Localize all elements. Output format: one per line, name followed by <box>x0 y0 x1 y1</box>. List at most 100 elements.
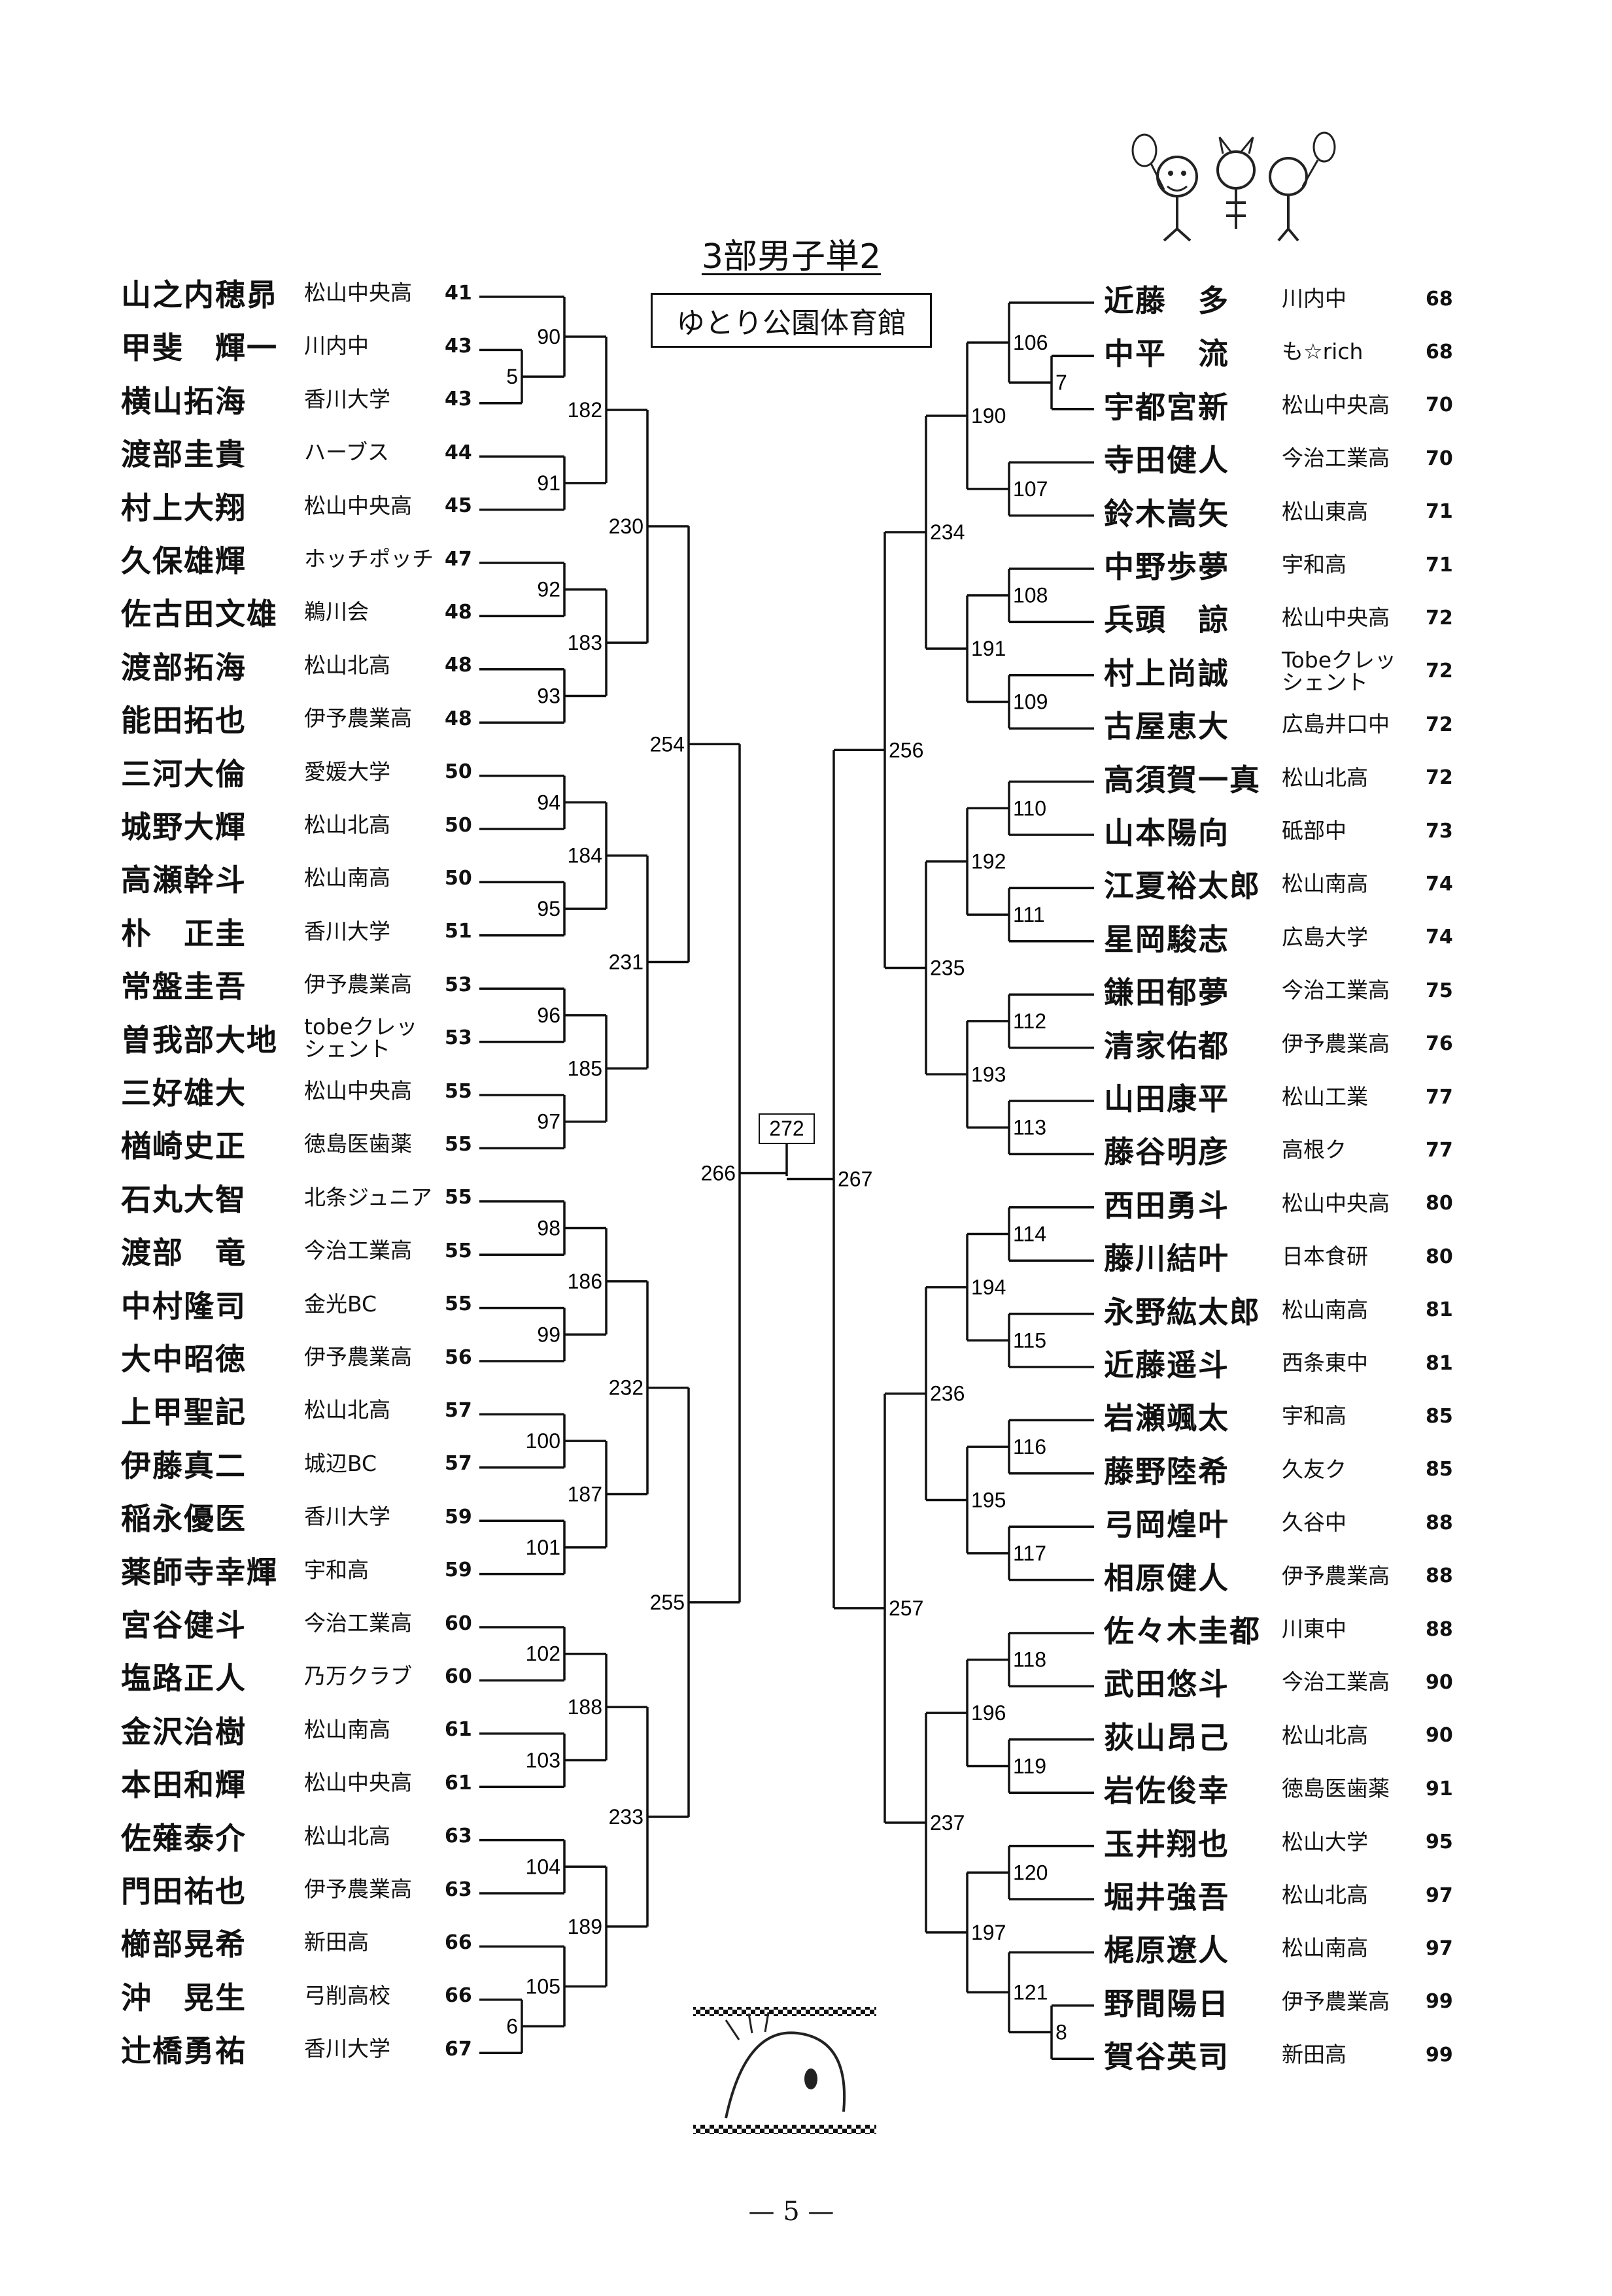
match-number: 8 <box>1055 2021 1067 2044</box>
player-seed: 77 <box>1426 1138 1453 1162</box>
player-name: 三河大倫 <box>121 756 247 792</box>
match-number: 106 <box>1013 331 1048 354</box>
player-name: 中野歩夢 <box>1104 549 1229 584</box>
player-school: 香川大学 <box>304 2036 390 2062</box>
player-name: 星岡駿志 <box>1104 921 1229 957</box>
player-name: 藤川結叶 <box>1104 1241 1229 1277</box>
player-seed: 44 <box>445 441 472 464</box>
match-number: 110 <box>1013 796 1046 820</box>
player-school: 新田高 <box>304 1929 369 1955</box>
match-number: 121 <box>1013 1980 1048 2004</box>
player-name: 村上大翔 <box>121 490 247 526</box>
player-seed: 72 <box>1426 713 1453 736</box>
match-number: 237 <box>930 1811 965 1834</box>
player-name: 岩佐俊幸 <box>1104 1773 1229 1809</box>
player-school: 松山中央高 <box>304 1770 412 1796</box>
player-seed: 51 <box>445 920 472 943</box>
player-school: 松山南高 <box>1282 1935 1368 1961</box>
player-name: 賀谷英司 <box>1104 2039 1229 2075</box>
player-seed: 63 <box>445 1878 472 1901</box>
player-school: 弓削高校 <box>304 1982 390 2008</box>
player-school: 松山南高 <box>304 1716 390 1742</box>
match-number: 116 <box>1013 1435 1046 1459</box>
player-name: 西田勇斗 <box>1104 1187 1229 1223</box>
player-name: 朴 正圭 <box>121 915 247 951</box>
player-seed: 80 <box>1426 1245 1453 1268</box>
player-name: 高須賀一真 <box>1104 762 1261 798</box>
match-number: 185 <box>568 1056 602 1080</box>
player-seed: 61 <box>445 1771 472 1795</box>
player-name: 伊藤真二 <box>121 1447 247 1483</box>
player-school: 松山北高 <box>304 1823 390 1849</box>
player-school: 金光BC <box>304 1291 377 1317</box>
player-seed: 95 <box>1426 1831 1453 1854</box>
player-seed: 48 <box>445 707 472 730</box>
player-school: tobeクレッシェント <box>304 1013 418 1062</box>
player-school: 松山中央高 <box>1282 392 1390 418</box>
match-number: 114 <box>1013 1223 1046 1246</box>
player-seed: 55 <box>445 1079 472 1103</box>
player-seed: 75 <box>1426 979 1453 1002</box>
match-number: 231 <box>609 951 643 974</box>
player-name: 常盤圭吾 <box>121 969 247 1005</box>
match-number: 234 <box>930 520 965 544</box>
player-seed: 43 <box>445 388 472 411</box>
player-seed: 53 <box>445 1026 472 1050</box>
match-number: 257 <box>889 1596 923 1620</box>
match-number: 254 <box>650 732 685 756</box>
player-name: 宮谷健斗 <box>121 1608 247 1643</box>
match-number: 104 <box>526 1855 560 1878</box>
player-seed: 88 <box>1426 1564 1453 1588</box>
match-number: 256 <box>889 738 923 762</box>
player-seed: 85 <box>1426 1404 1453 1428</box>
player-school: も☆rich <box>1282 339 1363 365</box>
player-school: 今治工業高 <box>1282 977 1390 1004</box>
player-name: 塩路正人 <box>121 1661 247 1697</box>
player-school: 今治工業高 <box>304 1238 412 1264</box>
player-seed: 77 <box>1426 1085 1453 1109</box>
player-name: 武田悠斗 <box>1104 1666 1229 1702</box>
venue-box: ゆとり公園体育館 <box>651 293 932 348</box>
match-number: 108 <box>1013 584 1048 607</box>
player-name: 江夏裕太郎 <box>1104 868 1261 904</box>
player-name: 玉井翔也 <box>1104 1826 1229 1862</box>
page-title: 3部男子単2 <box>701 237 882 277</box>
match-number: 184 <box>568 844 602 868</box>
player-name: 金沢治樹 <box>121 1714 247 1749</box>
player-name: 野間陽日 <box>1104 1985 1229 2021</box>
player-name: 梶原遼人 <box>1104 1933 1229 1968</box>
player-school: 松山大学 <box>1282 1829 1368 1855</box>
match-number: 194 <box>971 1275 1006 1299</box>
match-number: 232 <box>609 1376 643 1400</box>
match-number: 230 <box>609 515 643 538</box>
player-name: 渡部拓海 <box>121 649 247 685</box>
match-number: 255 <box>650 1591 685 1614</box>
player-school: 徳島医歯薬 <box>1282 1776 1390 1802</box>
player-seed: 55 <box>445 1186 472 1209</box>
match-number: 119 <box>1013 1755 1046 1778</box>
player-school: 香川大学 <box>304 1504 390 1530</box>
